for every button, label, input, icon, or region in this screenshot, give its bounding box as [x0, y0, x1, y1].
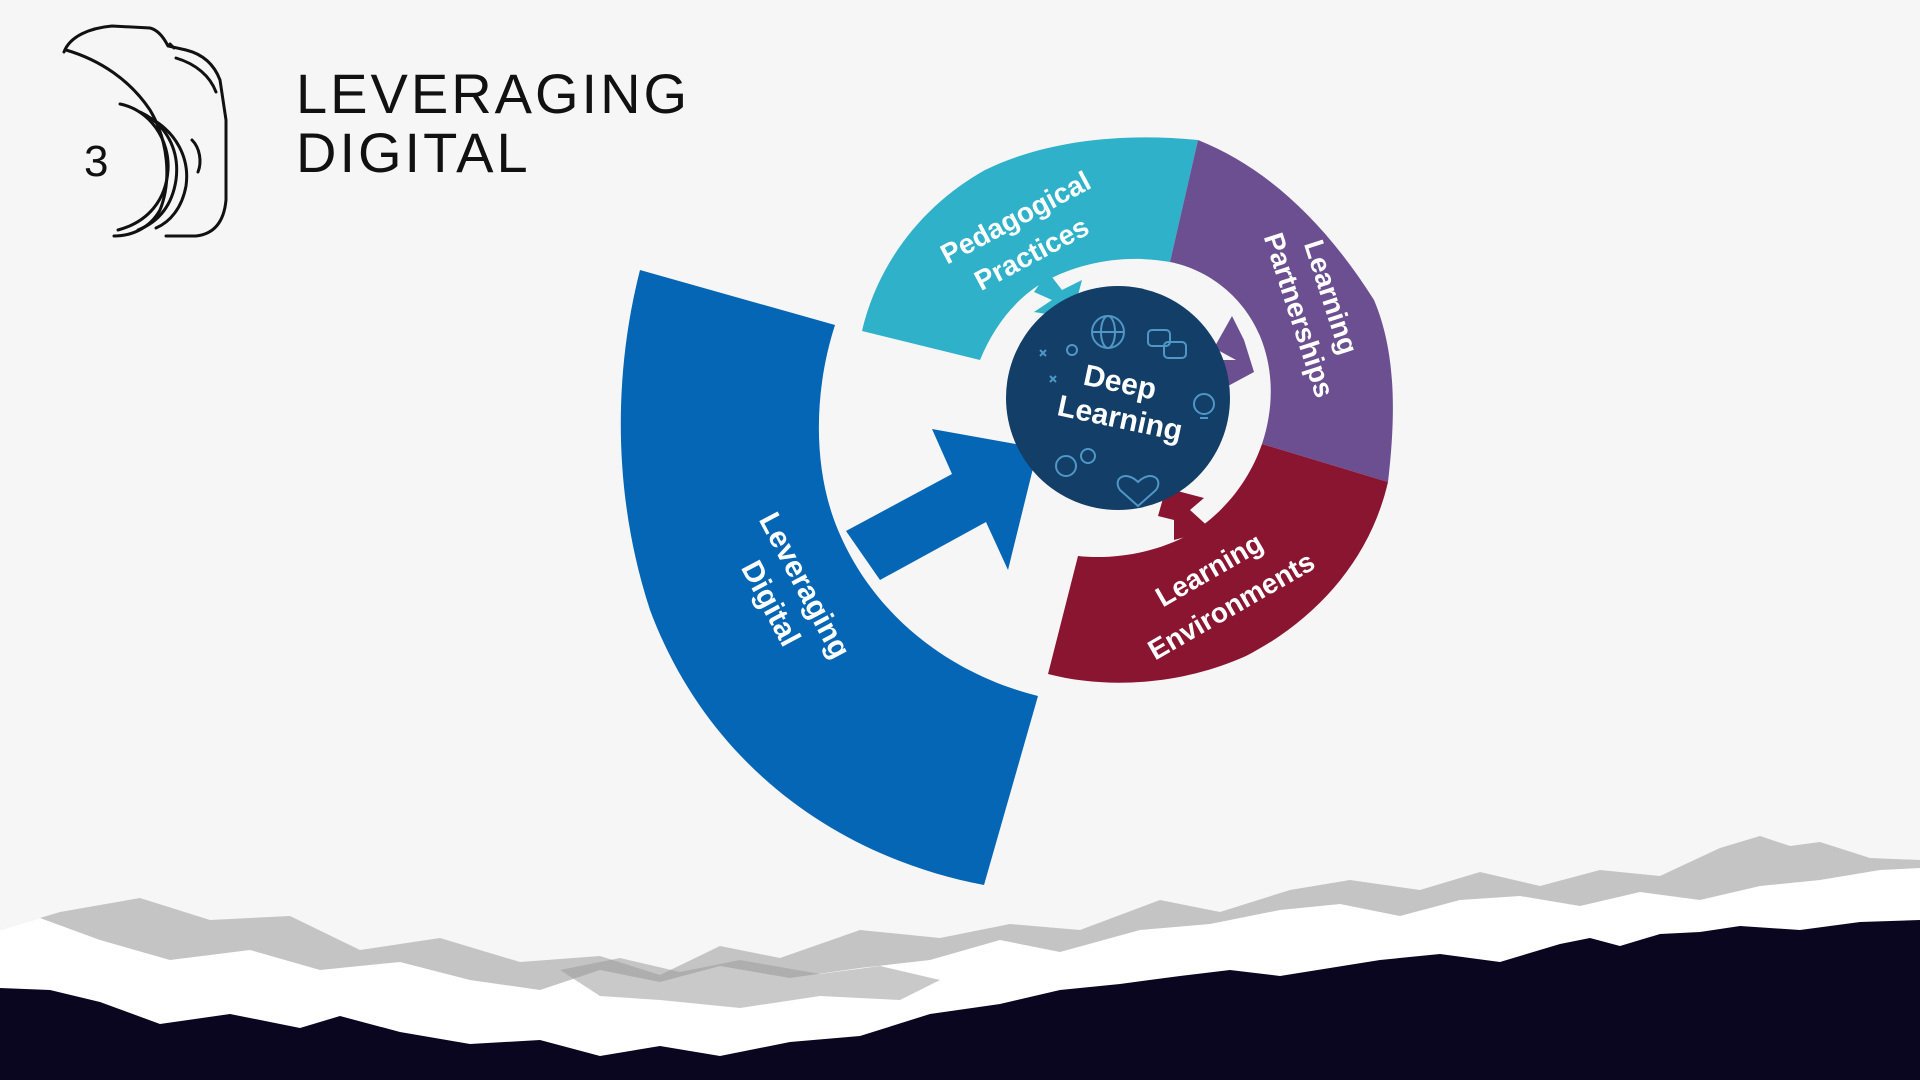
leveraging-digital-segment: [620, 270, 1038, 885]
center-doodle-icons: [1039, 315, 1215, 508]
mountain-landscape: [0, 836, 1920, 1080]
mountain-mist: [560, 958, 940, 1008]
speech-bubbles-icon: [1147, 329, 1187, 359]
environments-arrow: [1158, 488, 1212, 540]
digital-arrow: [846, 429, 1038, 580]
heart-icon: [1116, 475, 1160, 508]
learning-environments-segment: [1048, 444, 1388, 683]
mountain-dark-range: [0, 920, 1920, 1080]
deep-learning-diagram: Deep Learning Pedagogical Practices Lear…: [620, 137, 1393, 885]
camera-logo-icon: [62, 24, 228, 238]
play-diagram-icon: [1039, 344, 1078, 383]
page-title-line2: DIGITAL: [296, 121, 531, 184]
globe-icon: [1091, 315, 1125, 349]
logo-number: 3: [84, 137, 108, 186]
gears-icon: [1055, 448, 1096, 477]
lightbulb-icon: [1193, 393, 1215, 419]
learning-partnerships-segment: [1170, 140, 1393, 482]
page-title-line1: LEVERAGING: [296, 62, 690, 125]
pedagogical-practices-segment: [862, 137, 1198, 360]
